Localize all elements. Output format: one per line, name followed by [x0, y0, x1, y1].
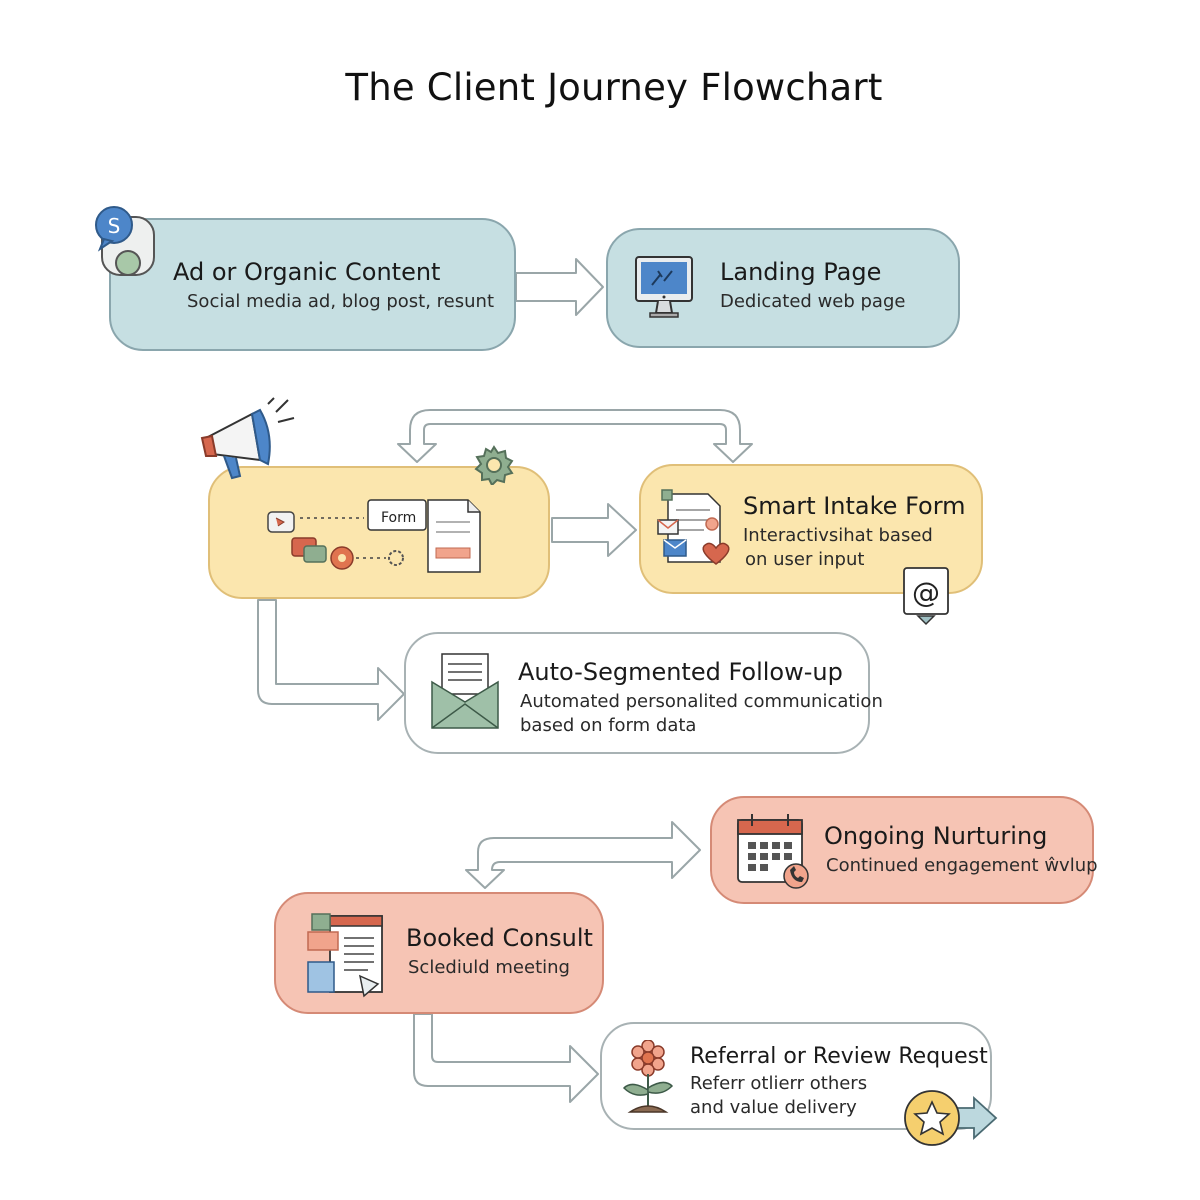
at-sign-icon: @: [903, 567, 949, 626]
node-subtitle-line-1: Interactivsihat based: [743, 525, 933, 546]
svg-text:S: S: [108, 214, 121, 238]
node-subtitle-line-2: based on form data: [520, 715, 697, 736]
node-subtitle-line-2: and value delivery: [690, 1097, 857, 1118]
node-subtitle: Social media ad, blog post, resunt: [187, 291, 495, 312]
gear-icon: [474, 445, 514, 485]
arrow-consult-nurturing: [465, 821, 701, 889]
megaphone-icon: [200, 397, 295, 480]
node-auto-segmented-follow-up: Auto-Segmented Follow-up Automated perso…: [404, 632, 883, 754]
arrow-ad-to-landing: [515, 258, 604, 316]
node-intake-graphic: [208, 466, 550, 599]
node-title: Referral or Review Request: [690, 1044, 988, 1069]
envelope-icon: [431, 653, 499, 729]
node-title: Ad or Organic Content: [173, 258, 441, 286]
arrow-intake-to-followup: [257, 599, 405, 721]
node-subtitle: Continued engagement ŵvlup: [826, 855, 1098, 876]
node-ad-organic-content: Ad or Organic Content Social media ad, b…: [109, 218, 516, 351]
flower-icon: [622, 1040, 674, 1113]
form-document-icon: Form: [267, 499, 481, 573]
node-landing-page: Landing Page Dedicated web page: [606, 228, 960, 348]
star-badge-icon: [904, 1090, 998, 1146]
node-subtitle: Sclediuld meeting: [408, 957, 570, 978]
node-subtitle-line-2: on user input: [745, 549, 865, 570]
node-subtitle: Dedicated web page: [720, 291, 906, 312]
node-subtitle-line-1: Automated personalited communication: [520, 691, 883, 712]
arrow-loop-top: [397, 409, 753, 463]
monitor-icon: [635, 256, 693, 318]
form-label: Form: [381, 510, 416, 526]
svg-text:@: @: [912, 576, 940, 609]
node-title: Landing Page: [720, 258, 882, 286]
diagram-title: The Client Journey Flowchart: [345, 66, 883, 109]
node-title: Booked Consult: [406, 924, 593, 952]
node-title: Smart Intake Form: [743, 492, 966, 520]
calendar-phone-icon: [737, 814, 809, 889]
arrow-consult-to-referral: [413, 1013, 599, 1103]
chat-user-icon: S: [95, 206, 155, 276]
arrow-intake-to-form: [551, 503, 637, 557]
booking-document-icon: [307, 913, 383, 998]
node-title: Ongoing Nurturing: [824, 822, 1048, 850]
node-title: Auto-Segmented Follow-up: [518, 658, 843, 686]
node-subtitle-line-1: Referr otlierr others: [690, 1073, 868, 1094]
node-booked-consult: Booked Consult Sclediuld meeting: [274, 892, 604, 1014]
checklist-heart-icon: [657, 489, 730, 565]
